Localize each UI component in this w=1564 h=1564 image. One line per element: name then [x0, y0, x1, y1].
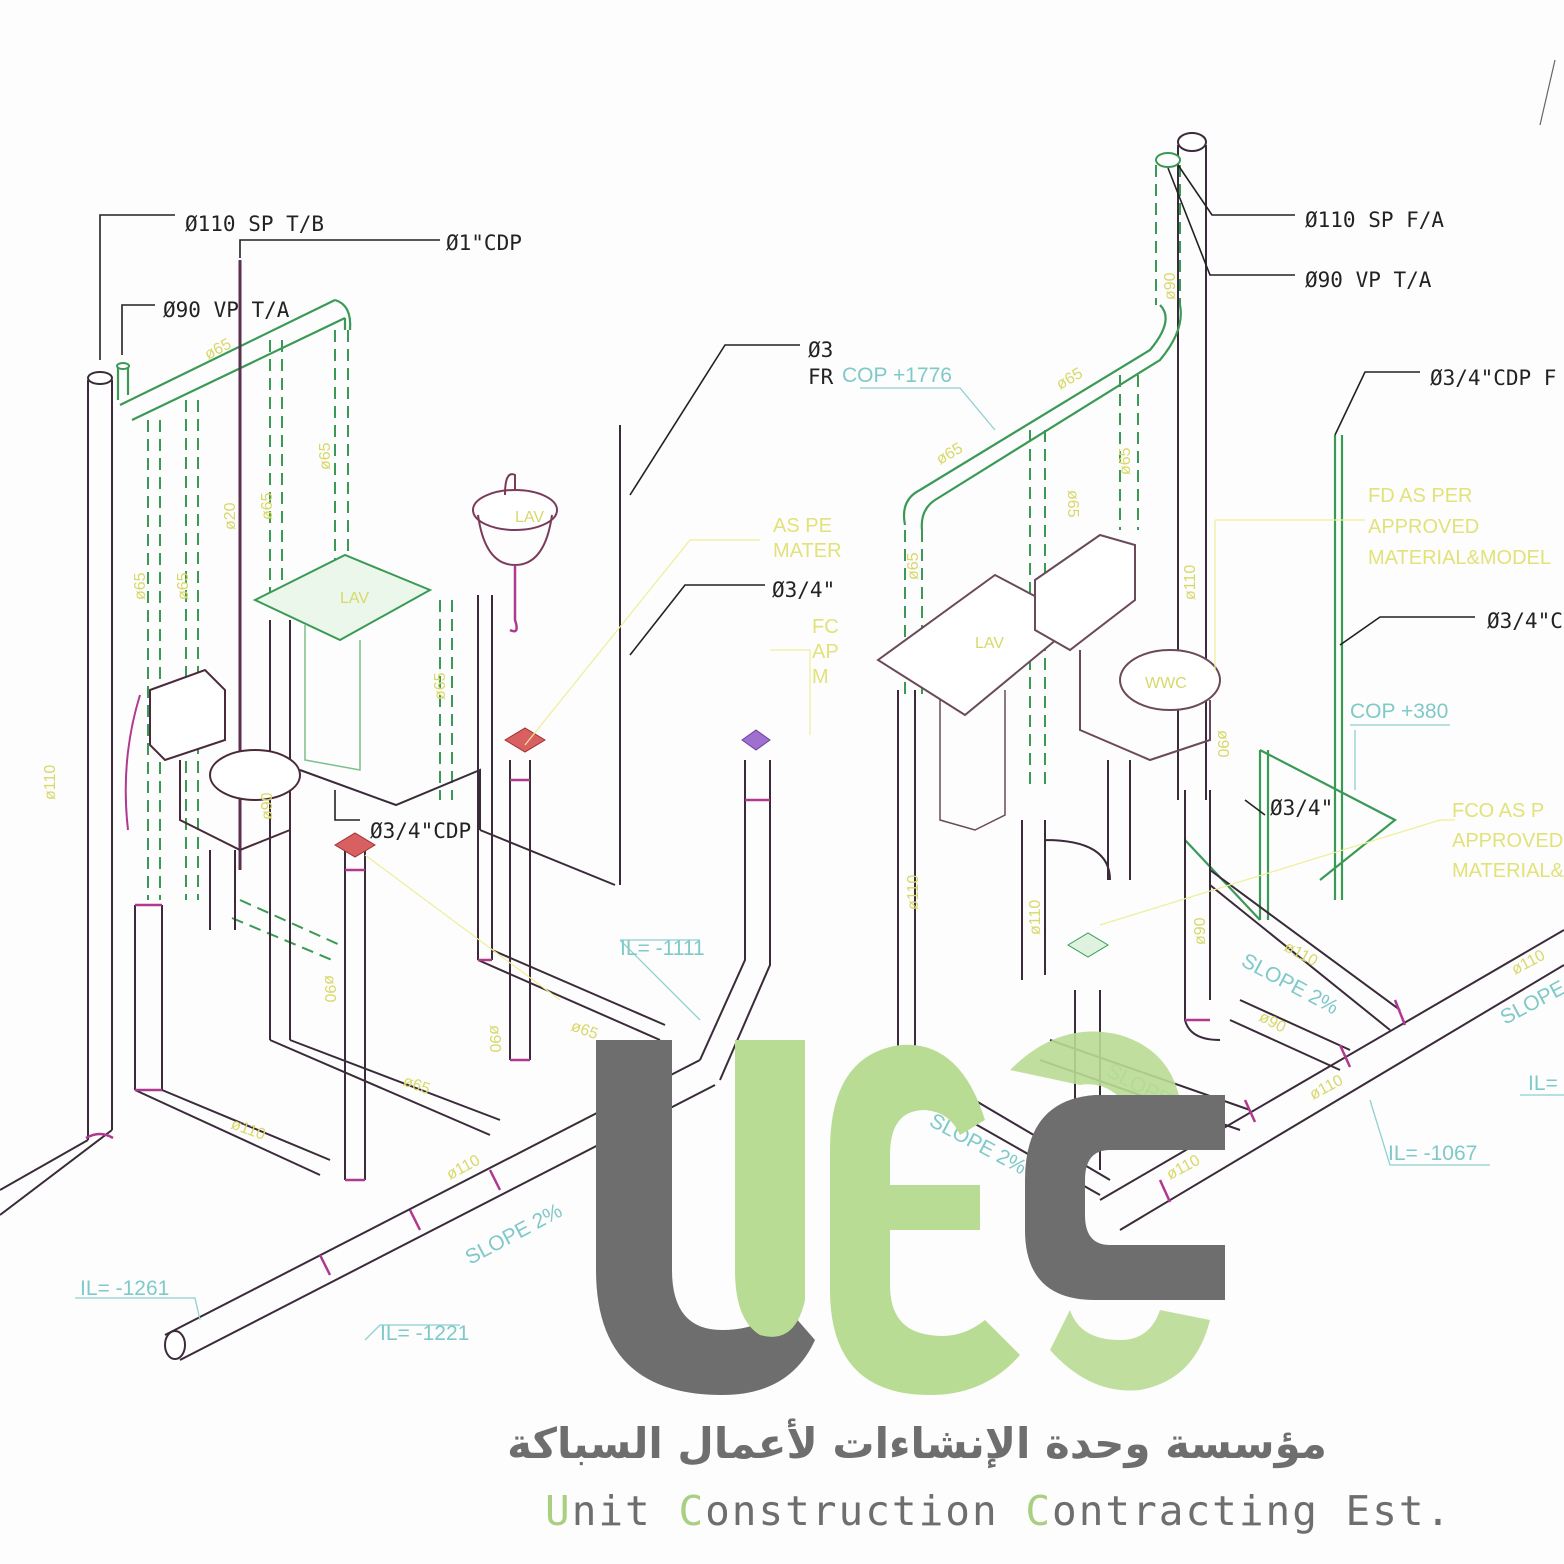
pipe-size: ø90: [1256, 1009, 1288, 1037]
soil-stack-110: [0, 371, 114, 1216]
name-part: ontracting Est.: [1052, 1487, 1453, 1535]
callout-cdp-right-3: Ø3/4": [1270, 796, 1333, 820]
fixture-label: WWC: [1145, 675, 1187, 692]
right-isometric: Ø110 SP F/A Ø90 VP T/A Ø3/4"CDP F Ø3/4"C…: [860, 59, 1564, 1231]
floor-cleanout-purple: [741, 729, 771, 751]
fd-note: FD AS PER: [1368, 485, 1472, 507]
margin-mark: [1539, 59, 1556, 126]
pipe-size: ø65: [1117, 447, 1134, 475]
callout-vent-pipe: Ø90 VP T/A: [163, 298, 290, 322]
initial-c: C: [678, 1487, 706, 1535]
logo-letter-e: [830, 1044, 1020, 1395]
pipe-size: ø65: [259, 492, 276, 520]
logo-letter-e2: [1010, 1031, 1210, 1391]
invert-level: IL= -1111: [620, 937, 705, 960]
note-line: FC: [812, 616, 839, 638]
logo-letter-u-green: [735, 1040, 805, 1337]
pipe-size: ø90: [259, 792, 276, 820]
wall-basin: [472, 473, 558, 633]
pipe-size: ø65: [132, 572, 149, 600]
name-part: onstruction: [705, 1487, 1026, 1535]
vent-header: [116, 298, 453, 961]
name-part: nit: [571, 1487, 679, 1535]
note-line: AS PE: [773, 515, 832, 537]
note-line: MATER: [773, 540, 842, 562]
callout-soil-stack-right: Ø110 SP F/A: [1305, 208, 1444, 232]
slope-label: SLOPE 2%: [1238, 949, 1343, 1019]
note-line: M: [812, 666, 829, 688]
logo-letter-c: [1025, 1095, 1225, 1300]
pipe-size: ø110: [1281, 939, 1320, 971]
pipe-size: ø65: [175, 572, 192, 600]
pipe-size: ø65: [317, 442, 334, 470]
initial-c2: C: [1025, 1487, 1053, 1535]
fco-note: MATERIAL&: [1452, 860, 1564, 882]
fixture-label: LAV: [515, 509, 544, 526]
initial-u: U: [545, 1487, 572, 1535]
cop-level-right: COP +380: [1350, 700, 1448, 723]
invert-level: IL= -1261: [80, 1277, 169, 1300]
pipe-size: ø65: [905, 552, 922, 580]
callout-truncated-2: FR: [808, 365, 834, 389]
fco-note: FCO AS P: [1452, 800, 1544, 822]
pipe-size: ø65: [569, 1018, 601, 1043]
callout-cdp-right-2: Ø3/4"C: [1487, 609, 1563, 633]
fco-note: APPROVED: [1452, 830, 1563, 852]
water-closet-right: [1034, 533, 1221, 762]
left-isometric: Ø110 SP T/B Ø1"CDP Ø90 VP T/A Ø3 FR Ø3/4…: [0, 212, 952, 1361]
floor-drain-red-2: [334, 832, 376, 858]
pipe-size: ø110: [905, 875, 922, 910]
invert-level: IL=: [1528, 1072, 1558, 1095]
pipe-size: ø65: [202, 336, 234, 364]
callout-cdp-34-b: Ø3/4"CDP: [370, 819, 471, 843]
callout-truncated-1: Ø3: [808, 338, 833, 362]
pipe-size: ø20: [222, 502, 239, 530]
pipe-size: ø90: [1214, 730, 1231, 758]
invert-level: IL= -1067: [1388, 1142, 1477, 1165]
company-name-english: Unit Construction Contracting Est.: [545, 1486, 1450, 1536]
pipe-size: ø90: [1162, 272, 1179, 300]
pipe-size: ø110: [1164, 1152, 1203, 1184]
pipe-size: ø65: [1064, 490, 1081, 518]
pipe-size: ø65: [401, 1073, 433, 1098]
pipe-size: ø110: [1027, 900, 1044, 935]
floor-drain-red-1: [504, 727, 546, 753]
water-closet: [124, 668, 301, 852]
pipe-size: ø110: [1182, 565, 1199, 600]
pedestal-lavatory: [252, 553, 433, 771]
pipe-size: ø65: [432, 672, 449, 700]
callout-cdp-right: Ø3/4"CDP F: [1430, 366, 1556, 390]
water-supply-lines: [299, 425, 621, 886]
pipe-size: ø90: [486, 1025, 503, 1053]
callout-soil-stack: Ø110 SP T/B: [185, 212, 324, 236]
company-name-arabic: مؤسسة وحدة الإنشاءات لأعمال السباكة: [507, 1419, 1327, 1468]
pipe-size: ø110: [444, 1152, 483, 1184]
pipe-size: ø90: [1192, 917, 1209, 945]
drain-network-left: [134, 595, 771, 1361]
invert-level: IL= -1221: [380, 1322, 469, 1345]
vent-header-right: [902, 152, 1398, 921]
pipe-size: ø65: [1054, 365, 1086, 394]
floor-drain-green: [1067, 932, 1109, 958]
uce-logo-mark: [596, 1031, 1225, 1395]
fixture-label: LAV: [975, 635, 1004, 652]
pipe-size: ø110: [42, 765, 59, 800]
pipe-size: ø90: [321, 975, 338, 1003]
note-line: AP: [812, 641, 839, 663]
slope-label: SLOPE 2%: [462, 1199, 567, 1269]
fd-note: APPROVED: [1368, 516, 1479, 538]
cop-level: COP +1776: [842, 364, 952, 387]
fixture-label: LAV: [340, 590, 369, 607]
logo-letter-u: [596, 1040, 815, 1395]
fd-note: MATERIAL&MODEL: [1368, 547, 1551, 569]
callout-cdp-34-a: Ø3/4": [772, 578, 835, 602]
pipe-size: ø110: [229, 1116, 268, 1144]
callout-cdp-1in: Ø1"CDP: [446, 231, 522, 255]
callout-vent-pipe-right: Ø90 VP T/A: [1305, 268, 1432, 292]
